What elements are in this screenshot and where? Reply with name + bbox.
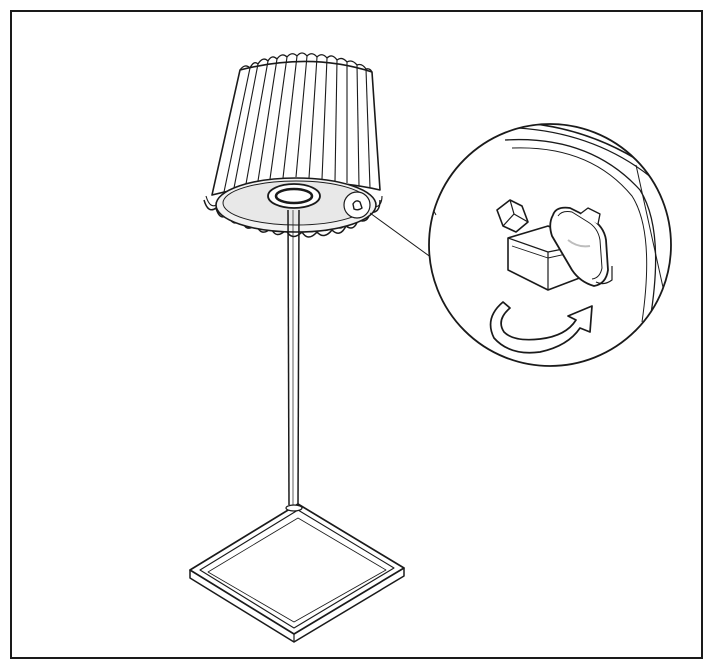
switch-mechanism bbox=[496, 199, 613, 291]
lamp-stem bbox=[287, 209, 300, 506]
shade-pleats bbox=[223, 55, 371, 193]
callout-line bbox=[369, 212, 433, 259]
rotation-arrow-icon bbox=[489, 301, 593, 354]
lamp-base bbox=[189, 503, 405, 643]
detail-magnifier bbox=[428, 123, 672, 367]
switch-location-marker bbox=[343, 191, 371, 219]
